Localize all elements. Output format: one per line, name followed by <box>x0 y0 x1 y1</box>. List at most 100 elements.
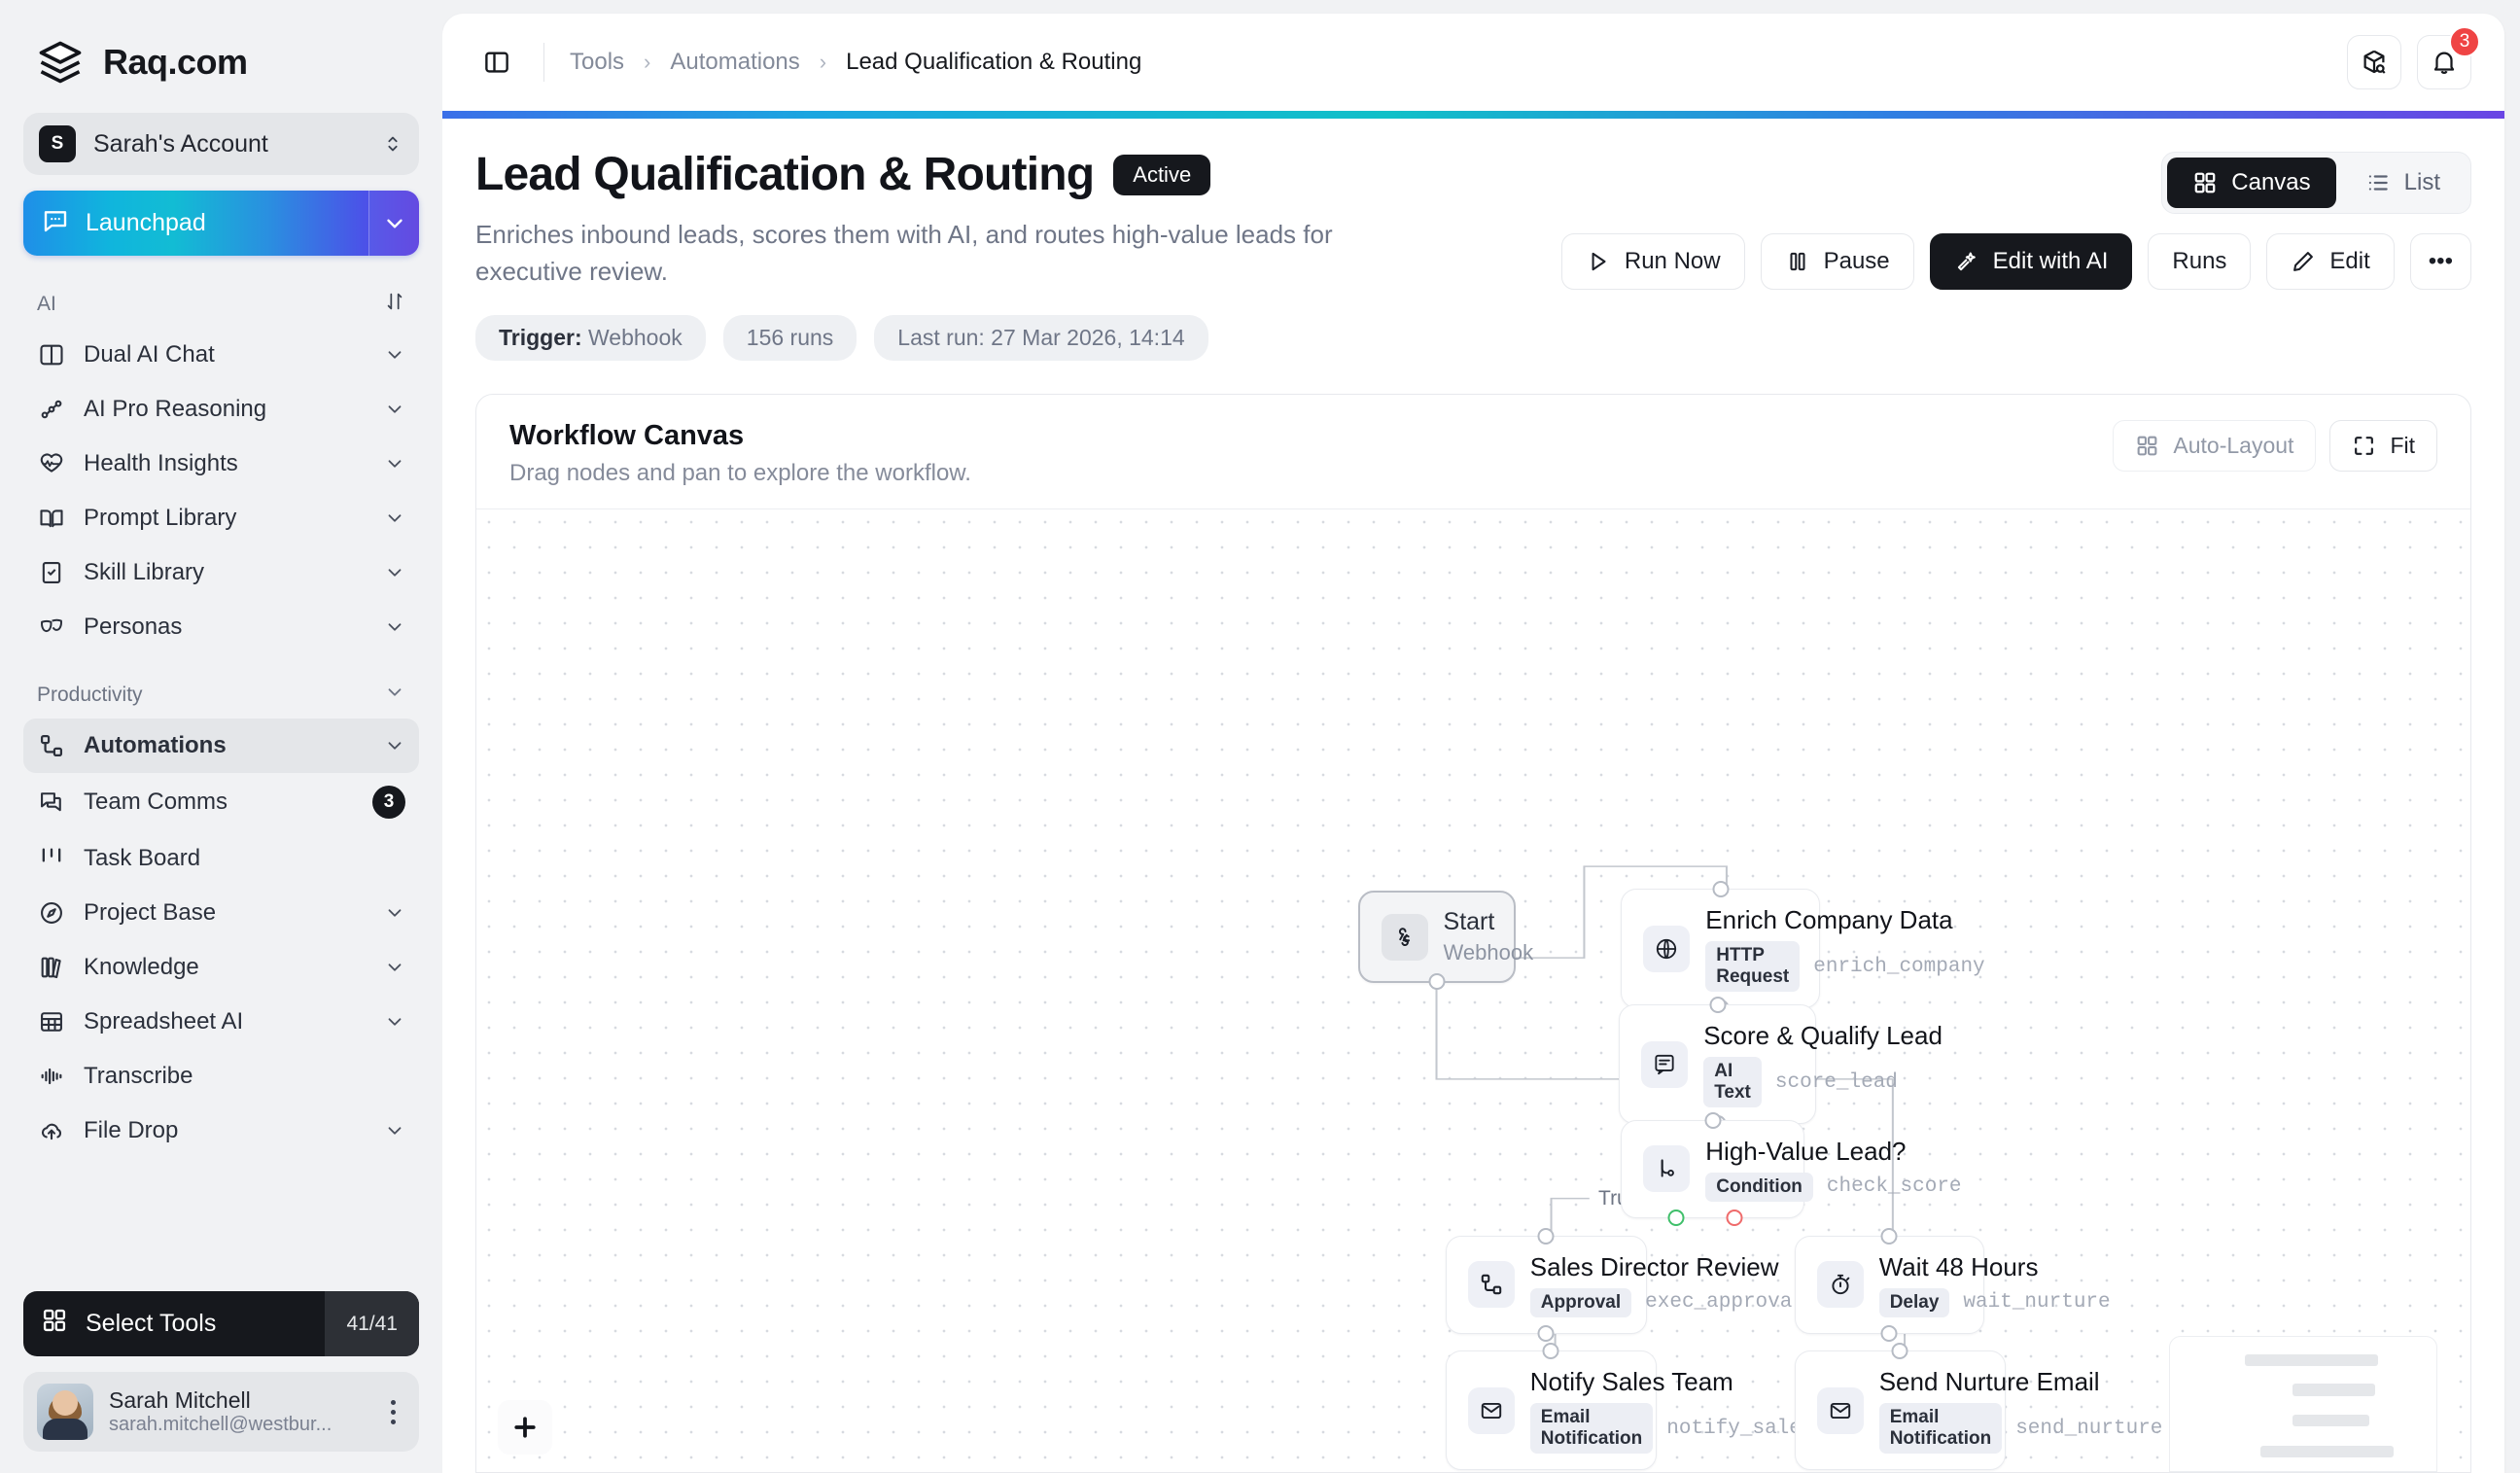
node-port-output[interactable] <box>1428 973 1446 991</box>
sidebar-item-label: Personas <box>84 614 183 640</box>
node-port-input[interactable] <box>1709 997 1727 1014</box>
select-tools-main[interactable]: Select Tools <box>23 1291 325 1356</box>
sidebar-item-label: Dual AI Chat <box>84 341 215 368</box>
workflow-canvas[interactable]: True Start Webhook <box>476 509 2470 1472</box>
section-header-productivity[interactable]: Productivity <box>23 654 419 719</box>
select-tools-count: 41/41 <box>325 1291 419 1356</box>
node-body: Enrich Company Data HTTP Request enrich_… <box>1705 905 1985 993</box>
sidebar-item-task-board[interactable]: Task Board <box>23 831 419 886</box>
profile-text: Sarah Mitchell sarah.mitchell@westbur... <box>109 1387 365 1436</box>
sidebar-item-dual-ai-chat[interactable]: Dual AI Chat <box>23 328 419 382</box>
sort-arrows-icon[interactable] <box>384 291 405 318</box>
node-port-output[interactable] <box>1880 1324 1898 1342</box>
node-enrich-company-data[interactable]: Enrich Company Data HTTP Request enrich_… <box>1621 881 1985 1017</box>
edit-button[interactable]: Edit <box>2266 233 2395 290</box>
sidebar-item-ai-pro-reasoning[interactable]: AI Pro Reasoning <box>23 382 419 437</box>
breadcrumb: Tools › Automations › Lead Qualification… <box>570 49 1141 76</box>
select-tools-button[interactable]: Select Tools 41/41 <box>23 1291 419 1356</box>
account-switcher[interactable]: S Sarah's Account <box>23 113 419 175</box>
node-high-value-lead-condition[interactable]: High-Value Lead? Condition check_score <box>1621 1111 1962 1226</box>
node-kind: Condition <box>1705 1172 1813 1202</box>
edit-with-ai-label: Edit with AI <box>1992 248 2109 274</box>
kanban-icon <box>37 844 66 873</box>
node-meta: HTTP Request enrich_company <box>1705 941 1985 993</box>
sidebar-item-file-drop[interactable]: File Drop <box>23 1104 419 1158</box>
fit-label: Fit <box>2390 433 2415 459</box>
node-port-input[interactable] <box>1537 1227 1555 1245</box>
package-search-icon[interactable] <box>2347 35 2401 89</box>
sidebar-nav: AI Dual AI Chat <box>23 281 419 1291</box>
sidebar-item-spreadsheet-ai[interactable]: Spreadsheet AI <box>23 995 419 1049</box>
breadcrumb-item-current: Lead Qualification & Routing <box>846 49 1142 75</box>
run-now-button[interactable]: Run Now <box>1560 233 1745 290</box>
page-title: Lead Qualification & Routing <box>475 149 1095 200</box>
breadcrumb-item-automations[interactable]: Automations <box>670 49 800 75</box>
sidebar-item-prompt-library[interactable]: Prompt Library <box>23 491 419 545</box>
node-title: Send Nurture Email <box>1878 1367 2100 1397</box>
canvas-subtitle: Drag nodes and pan to explore the workfl… <box>509 460 971 487</box>
action-buttons: Run Now Pause Edit with AI R <box>1560 233 2471 290</box>
breadcrumb-item-tools[interactable]: Tools <box>570 49 625 75</box>
page-content: Lead Qualification & Routing Active Enri… <box>442 119 2504 1473</box>
launchpad-caret[interactable] <box>368 191 419 256</box>
launchpad-button[interactable]: Launchpad <box>23 191 419 256</box>
node-send-nurture-email[interactable]: Send Nurture Email Email Notification se… <box>1794 1343 2162 1471</box>
node-title: Notify Sales Team <box>1529 1367 1733 1397</box>
sidebar-item-automations[interactable]: Automations <box>23 719 419 773</box>
pause-button[interactable]: Pause <box>1760 233 1914 290</box>
sidebar-item-knowledge[interactable]: Knowledge <box>23 940 419 995</box>
node-start[interactable]: Start Webhook <box>1357 891 1533 991</box>
node-body: Notify Sales Team Email Notification not… <box>1529 1367 1814 1455</box>
fit-button[interactable]: Fit <box>2329 420 2437 473</box>
node-title: Start <box>1443 908 1495 936</box>
timer-icon <box>1816 1261 1864 1309</box>
add-node-button[interactable] <box>498 1400 552 1455</box>
node-port-output[interactable] <box>1537 1324 1555 1342</box>
workflow-icon <box>37 731 66 760</box>
dots-vertical-icon[interactable] <box>380 1399 405 1424</box>
node-meta: Condition check_score <box>1705 1172 1962 1202</box>
more-options-button[interactable]: ••• <box>2409 233 2471 290</box>
tab-canvas[interactable]: Canvas <box>2167 158 2336 208</box>
sidebar-item-health-insights[interactable]: Health Insights <box>23 437 419 491</box>
node-port-input[interactable] <box>1712 881 1730 898</box>
message-dots-icon <box>41 206 70 240</box>
node-port-input[interactable] <box>1704 1111 1722 1129</box>
sidebar-item-label: AI Pro Reasoning <box>84 396 267 422</box>
bell-icon[interactable]: 3 <box>2417 26 2480 89</box>
node-notify-sales-team[interactable]: Notify Sales Team Email Notification not… <box>1445 1343 1814 1471</box>
sidebar-item-team-comms[interactable]: Team Comms 3 <box>23 773 419 831</box>
node-port-false[interactable] <box>1726 1209 1743 1226</box>
tab-list[interactable]: List <box>2340 158 2466 208</box>
edit-with-ai-button[interactable]: Edit with AI <box>1929 233 2133 290</box>
node-title: Sales Director Review <box>1529 1251 1779 1281</box>
panel-left-icon[interactable] <box>475 41 518 84</box>
canvas-minimap[interactable] <box>2169 1336 2437 1472</box>
node-port-input[interactable] <box>1880 1227 1898 1245</box>
node-sales-director-review[interactable]: Sales Director Review Approval exec_appr… <box>1445 1227 1804 1342</box>
node-meta: Email Notification send_nurture <box>1878 1403 2162 1455</box>
node-port-input[interactable] <box>1542 1343 1559 1360</box>
brand[interactable]: Raq.com <box>23 0 419 113</box>
sidebar-item-skill-library[interactable]: Skill Library <box>23 545 419 600</box>
user-profile[interactable]: Sarah Mitchell sarah.mitchell@westbur... <box>23 1372 419 1452</box>
auto-layout-button[interactable]: Auto-Layout <box>2113 420 2317 473</box>
sidebar-item-personas[interactable]: Personas <box>23 600 419 654</box>
sidebar-item-project-base[interactable]: Project Base <box>23 886 419 940</box>
node-score-qualify-lead[interactable]: Score & Qualify Lead AI Text score_lead <box>1619 997 1942 1133</box>
node-wait-48-hours[interactable]: Wait 48 Hours Delay wait_nurture <box>1794 1227 2111 1342</box>
node-port-true[interactable] <box>1667 1209 1685 1226</box>
node-port-input[interactable] <box>1891 1343 1908 1360</box>
runs-button[interactable]: Runs <box>2148 233 2252 290</box>
globe-icon <box>1643 925 1691 972</box>
main-area: Tools › Automations › Lead Qualification… <box>442 0 2520 1473</box>
chevron-down-icon <box>384 902 405 924</box>
page-header: Lead Qualification & Routing Active Enri… <box>475 119 2471 362</box>
launchpad-main[interactable]: Launchpad <box>23 191 368 256</box>
sidebar-item-transcribe[interactable]: Transcribe <box>23 1049 419 1104</box>
divider <box>543 43 544 82</box>
profile-email: sarah.mitchell@westbur... <box>109 1414 332 1435</box>
node-meta: Delay wait_nurture <box>1878 1287 2111 1317</box>
chevron-right-icon: › <box>644 50 651 74</box>
